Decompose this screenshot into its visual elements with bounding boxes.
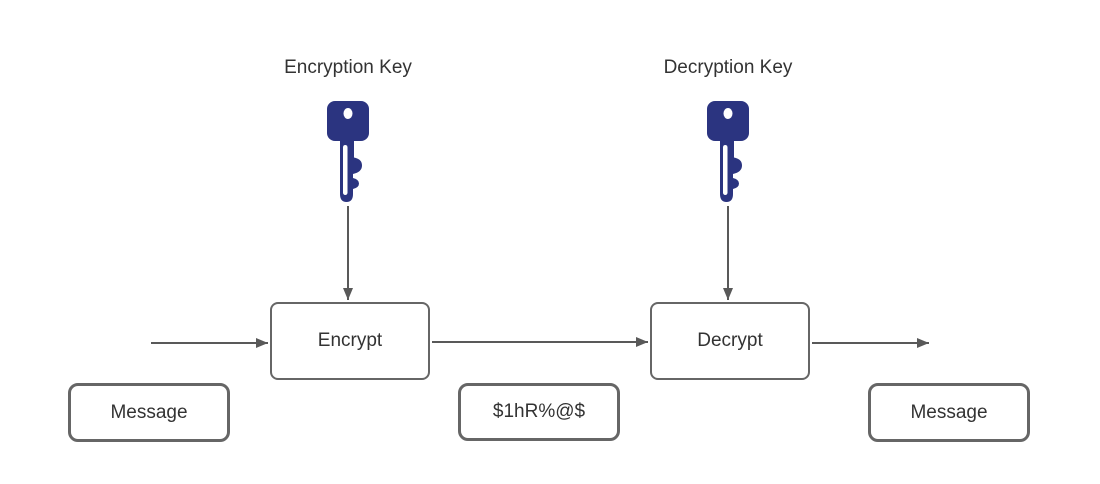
message-output-box: Message — [868, 383, 1030, 442]
key-icon — [327, 101, 369, 202]
decryption-key-label: Decryption Key — [663, 57, 793, 78]
decrypt-box: Decrypt — [650, 302, 810, 380]
ciphertext-box: $1hR%@$ — [458, 383, 620, 441]
message-output-label: Message — [910, 401, 988, 423]
key-icon — [707, 101, 749, 202]
message-input-label: Message — [110, 401, 188, 423]
encrypt-box: Encrypt — [270, 302, 430, 380]
encryption-key-label: Encryption Key — [284, 57, 412, 78]
ciphertext-label: $1hR%@$ — [492, 401, 586, 422]
encrypt-box-label: Encrypt — [317, 330, 383, 351]
decrypt-box-label: Decrypt — [697, 330, 763, 351]
message-input-box: Message — [68, 383, 230, 442]
